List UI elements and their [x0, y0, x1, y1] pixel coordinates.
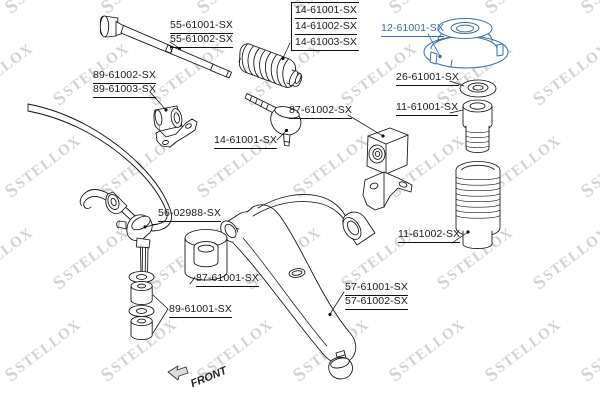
part-arm-bushing-rear	[362, 127, 413, 211]
label-inner-tie-rod-2: 55-61002-SX	[170, 33, 233, 48]
leader-lines	[143, 41, 470, 334]
label-steering-boot-2: 14-61002-SX	[295, 18, 357, 32]
label-inner-tie-rod-1: 55-61001-SX	[170, 19, 233, 34]
label-arm-bushing-rear: 87-61002-SX	[289, 104, 352, 119]
label-link-bushing-kit: 89-61001-SX	[169, 303, 232, 318]
part-lower-control-arm	[220, 194, 376, 380]
part-stabilizer-bar	[27, 103, 172, 232]
label-stabilizer-link: 56-02988-SX	[158, 207, 221, 222]
label-bump-stop: 11-61001-SX	[396, 101, 459, 116]
label-control-arm-1: 57-61001-SX	[345, 281, 408, 296]
part-strut-bearing	[459, 79, 497, 98]
part-arm-bushing-front	[184, 229, 228, 281]
label-arm-bushing-front: 87-61001-SX	[196, 272, 259, 287]
part-stabilizer-link	[105, 191, 153, 278]
part-outer-tie-rod-end	[244, 93, 302, 147]
front-arrow-icon	[167, 365, 189, 381]
part-strut-mount	[423, 18, 509, 69]
label-group-steering-boot: 14-61001-SX 14-61002-SX 14-61003-SX	[291, 2, 359, 51]
label-steering-boot-1: 14-61001-SX	[295, 4, 357, 16]
label-steering-boot-3: 14-61003-SX	[295, 34, 357, 48]
label-strut-bearing: 26-61001-SX	[396, 71, 459, 86]
label-outer-tie-rod: 14-61001-SX	[214, 134, 277, 149]
part-stabilizer-bushing-bracket	[153, 105, 198, 148]
part-bump-stop	[462, 99, 493, 154]
label-stabilizer-bushing-1: 89-61002-SX	[93, 69, 156, 84]
label-stabilizer-bushing-2: 89-61003-SX	[93, 83, 156, 98]
leader-line-strut-mount	[427, 33, 442, 59]
part-steering-rack-boot	[238, 43, 303, 88]
part-dust-boot	[455, 161, 501, 250]
part-link-bushing-stack	[128, 271, 155, 341]
label-control-arm-2: 57-61002-SX	[345, 295, 408, 310]
label-strut-mount: 12-61001-SX	[381, 22, 444, 37]
label-dust-boot: 11-61002-SX	[398, 228, 461, 243]
